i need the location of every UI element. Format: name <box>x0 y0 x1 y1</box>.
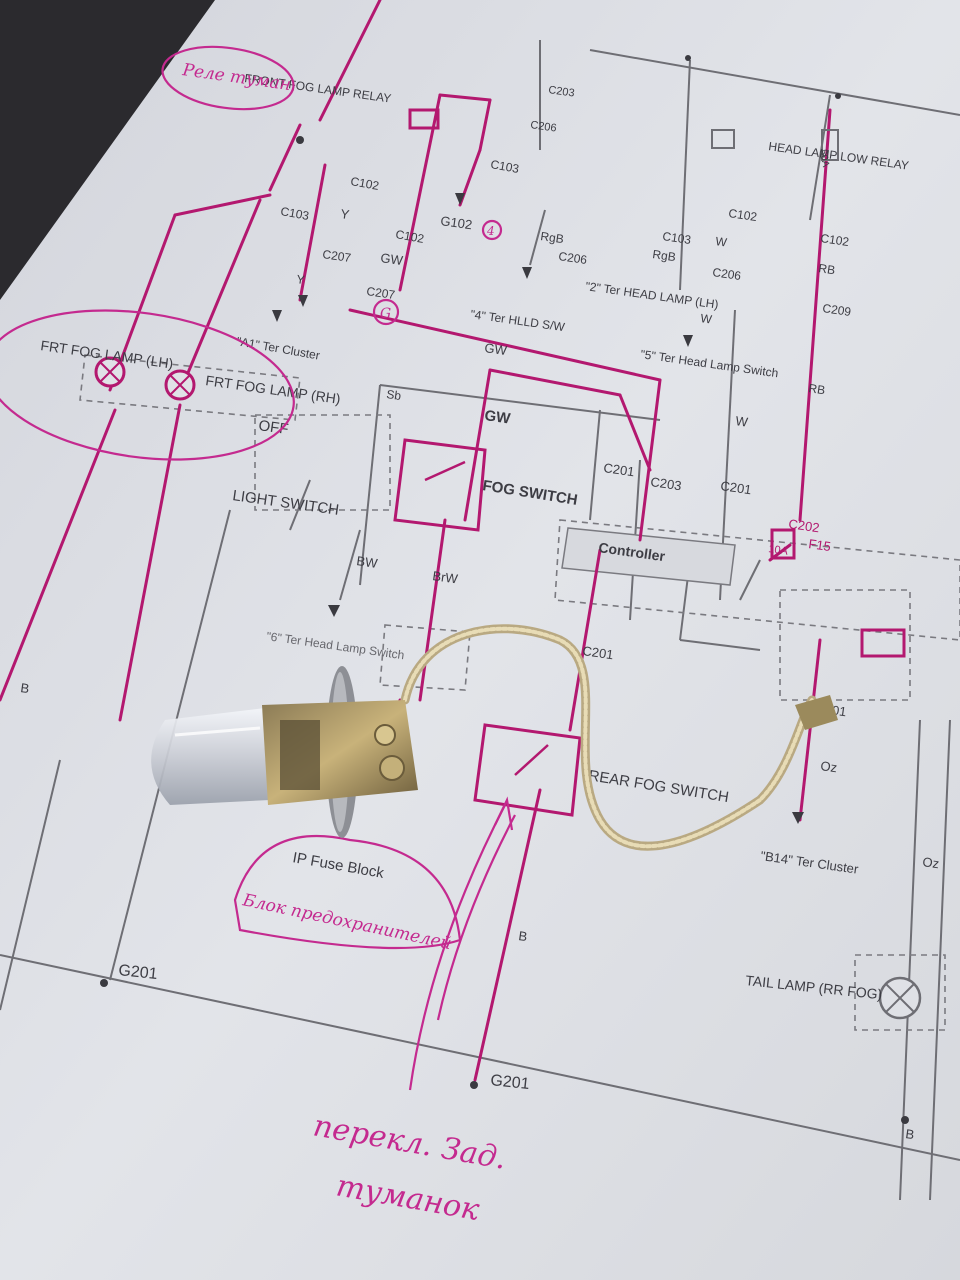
label-wire-oz-b: Oz <box>922 854 941 871</box>
bulb-contact <box>379 755 405 781</box>
label-g201-left: G201 <box>118 962 159 983</box>
fog-lamps-circle <box>0 309 295 461</box>
fog-relay-coil <box>408 108 440 130</box>
label-fuse-f15: F15 <box>808 536 832 554</box>
fog-switch-symbol <box>393 438 487 532</box>
ground-points <box>100 55 909 1124</box>
tail-lamp-box <box>854 954 946 1031</box>
label-c203-a: C203 <box>650 474 683 493</box>
handwriting-circle-4: 4 <box>486 224 495 238</box>
label-c206-b: C206 <box>558 249 589 267</box>
label-c203-b: C203 <box>548 84 576 100</box>
bulb-glass <box>151 708 270 805</box>
label-wire-b-c: B <box>905 1126 916 1142</box>
label-wire-y-a: Y <box>340 206 351 222</box>
label-c102-a: C102 <box>349 174 380 193</box>
fuse-50a-symbol <box>821 129 839 161</box>
headlamp-relay-coil <box>711 129 735 149</box>
label-c102-d: C102 <box>820 231 851 249</box>
rear-fog-switch-symbol <box>473 723 582 817</box>
label-c201-c: C201 <box>582 643 615 662</box>
label-wire-b-a: B <box>518 928 529 944</box>
label-wire-gw-a: GW <box>380 250 405 268</box>
label-g201-center: G201 <box>490 1072 531 1093</box>
label-wire-w-b: W <box>700 311 714 327</box>
label-g102: G102 <box>440 213 474 232</box>
h3-halogen-bulb <box>151 624 838 851</box>
fog-lamps-box <box>79 354 301 421</box>
pointer-arrow-line-2 <box>436 814 516 1021</box>
label-c102-c: C102 <box>728 206 759 224</box>
rear-relay-coil <box>860 628 906 658</box>
handwriting-circle-g: G <box>380 306 391 322</box>
label-wire-gw-c: GW <box>483 407 512 428</box>
label-c103-b: C103 <box>489 157 520 176</box>
fuse-block-circle <box>233 834 462 950</box>
arrow-head <box>494 796 514 831</box>
label-fuse-50a: 50A <box>817 149 831 169</box>
controller-box <box>554 519 960 641</box>
label-fuse-10a: 10A <box>768 543 790 558</box>
arrows <box>272 193 804 824</box>
label-wire-sb: Sb <box>386 387 403 403</box>
label-wire-rb-a: RB <box>818 261 836 277</box>
label-c202: C202 <box>788 516 821 535</box>
label-wire-w-c: W <box>735 413 750 430</box>
label-wire-gw-b: GW <box>484 340 509 358</box>
label-wire-brw: BrW <box>432 568 460 586</box>
label-wire-rb-b: RB <box>808 381 826 397</box>
relay-circle <box>161 45 295 111</box>
label-wire-b-b: B <box>20 680 31 696</box>
label-c207-b: C207 <box>366 284 397 302</box>
label-c103-a: C103 <box>279 204 310 223</box>
label-c207-a: C207 <box>322 247 353 265</box>
relays <box>408 108 906 658</box>
tail-lamp <box>878 976 922 1020</box>
fuse-f15-symbol <box>770 528 796 560</box>
label-c209: C209 <box>822 301 853 319</box>
label-c201-a: C201 <box>603 460 636 479</box>
label-wire-rgb-b: RgB <box>652 247 677 264</box>
label-off: OFF <box>257 417 289 438</box>
circle-g-mark <box>372 298 400 326</box>
label-c206-a: C206 <box>530 119 558 135</box>
label-wire-y-b: Y <box>296 272 306 287</box>
controller-module <box>561 527 736 586</box>
s2-box <box>379 624 471 691</box>
label-c206-c: C206 <box>712 265 743 283</box>
label-wire-rgb-a: RgB <box>540 229 565 246</box>
front-fog-lamps <box>94 356 196 401</box>
circle-4-mark <box>481 219 503 241</box>
label-wire-bw: BW <box>356 553 380 571</box>
light-switch-box <box>254 414 391 511</box>
label-c103-c: C103 <box>662 229 693 247</box>
bulb-terminal <box>795 695 838 730</box>
label-wire-w-a: W <box>715 234 729 250</box>
pen-annotations <box>0 45 516 1091</box>
label-c201-b: C201 <box>720 478 753 497</box>
pointer-arrow-line-1 <box>408 804 506 1091</box>
label-wire-oz-a: Oz <box>820 758 839 775</box>
bulb-rivet <box>374 724 396 746</box>
label-c102-b: C102 <box>394 227 425 246</box>
